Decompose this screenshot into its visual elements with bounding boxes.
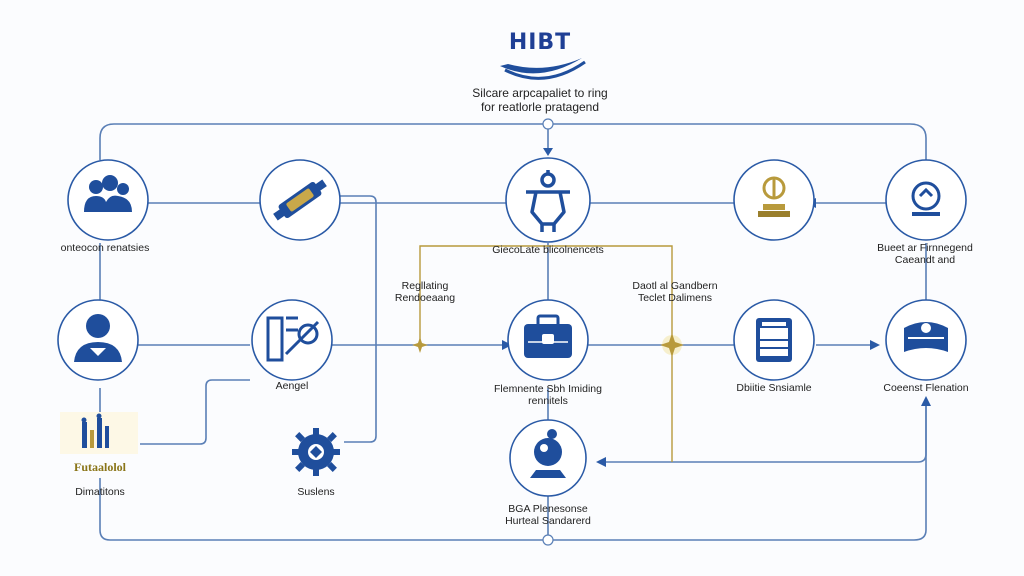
refresh-dial-icon	[911, 181, 941, 216]
person-avatar-icon	[74, 314, 122, 362]
subtitle-line-1: Silcare arpcapaliet to ring	[472, 86, 608, 100]
label-department: Daotl al Gandbern Teclet Dalimens	[632, 280, 718, 304]
label-assign: Aengel	[275, 380, 309, 392]
connector-lines	[99, 123, 927, 541]
central-figure-icon	[526, 170, 570, 232]
label-funding: Futaalolol	[73, 460, 126, 474]
label-systems: Suslens	[297, 486, 335, 498]
junction-markers	[542, 118, 554, 546]
gear-icon	[292, 428, 340, 476]
globe-hand-icon	[530, 429, 566, 478]
connection-device-icon	[904, 322, 948, 352]
label-center-top: GiecoLate blicolnencets	[492, 244, 604, 256]
ledger-document-icon	[266, 316, 320, 362]
connector-clip-icon	[273, 179, 327, 221]
calendar-panel-icon	[756, 318, 792, 362]
briefcase-icon	[524, 314, 572, 358]
label-top-right: Bueet ar Firnnegend Caeandt and	[877, 242, 973, 266]
trophy-icon	[758, 176, 790, 217]
funding-bars-icon	[60, 412, 138, 454]
sparkle-icon	[412, 333, 684, 357]
subtitle-line-2: for reatlorle pratagend	[480, 100, 600, 114]
label-regulating: Regllating Rendoeaang	[394, 280, 456, 304]
label-connect: Coeenst Flenation	[883, 382, 969, 394]
label-top-left: onteocon renatsies	[60, 242, 150, 254]
label-bga: BGA Plenesonse Hurteal Sandarerd	[505, 503, 591, 527]
subtitle: Silcare arpcapaliet to ring for reatlorl…	[440, 86, 640, 114]
team-group-icon	[84, 175, 132, 212]
node-circles	[57, 157, 967, 497]
label-distributions: Dimatitons	[75, 486, 125, 498]
logo-swoosh-icon	[500, 58, 586, 80]
label-double: Dbiitie Snsiamle	[736, 382, 812, 394]
label-framework: Flemnente Sbh Imiding rennitels	[494, 383, 602, 407]
brand-logo-text: HIBT	[508, 30, 572, 55]
